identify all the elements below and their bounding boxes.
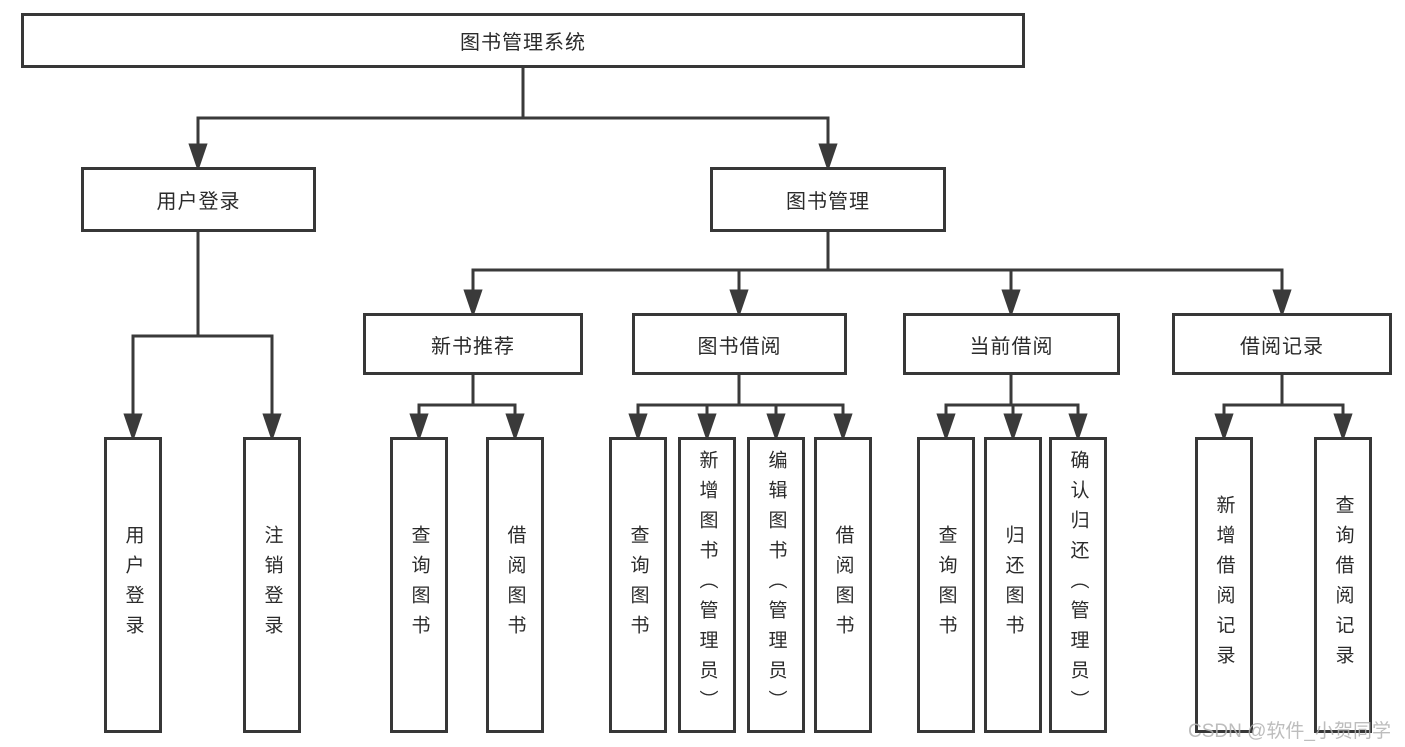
node-root-system: 图书管理系统: [21, 13, 1025, 68]
leaf-add-borrow-record: 新增借阅记录: [1195, 437, 1253, 733]
leaf-label: 归还图书: [1002, 525, 1024, 645]
leaf-label: 查询借阅记录: [1332, 495, 1354, 675]
leaf-borrow-books: 借阅图书: [814, 437, 872, 733]
leaf-confirm-return-admin: 确认归还（管理员）: [1049, 437, 1107, 733]
leaf-query-books-current: 查询图书: [917, 437, 975, 733]
node-user-login: 用户登录: [81, 167, 316, 232]
leaf-label: 借阅图书: [832, 525, 854, 645]
leaf-logout: 注销登录: [243, 437, 301, 733]
leaf-return-books: 归还图书: [984, 437, 1042, 733]
csdn-watermark: CSDN @软件_小贺同学: [1188, 721, 1391, 742]
leaf-label: 确认归还（管理员）: [1067, 450, 1089, 720]
node-book-management: 图书管理: [710, 167, 946, 232]
leaf-label: 查询图书: [408, 525, 430, 645]
node-new-book-recommend: 新书推荐: [363, 313, 583, 375]
leaf-query-books-recommend: 查询图书: [390, 437, 448, 733]
leaf-query-borrow-record: 查询借阅记录: [1314, 437, 1372, 733]
node-borrow-records: 借阅记录: [1172, 313, 1392, 375]
node-book-borrow: 图书借阅: [632, 313, 847, 375]
leaf-label: 编辑图书（管理员）: [765, 450, 787, 720]
leaf-label: 新增借阅记录: [1213, 495, 1235, 675]
leaf-label: 新增图书（管理员）: [696, 450, 718, 720]
leaf-borrow-books-recommend: 借阅图书: [486, 437, 544, 733]
leaf-add-books-admin: 新增图书（管理员）: [678, 437, 736, 733]
leaf-label: 借阅图书: [504, 525, 526, 645]
leaf-edit-books-admin: 编辑图书（管理员）: [747, 437, 805, 733]
leaf-label: 查询图书: [935, 525, 957, 645]
node-current-borrow: 当前借阅: [903, 313, 1120, 375]
leaf-label: 注销登录: [261, 525, 283, 645]
leaf-query-books-borrow: 查询图书: [609, 437, 667, 733]
leaf-label: 用户登录: [122, 525, 144, 645]
leaf-user-login: 用户登录: [104, 437, 162, 733]
leaf-label: 查询图书: [627, 525, 649, 645]
